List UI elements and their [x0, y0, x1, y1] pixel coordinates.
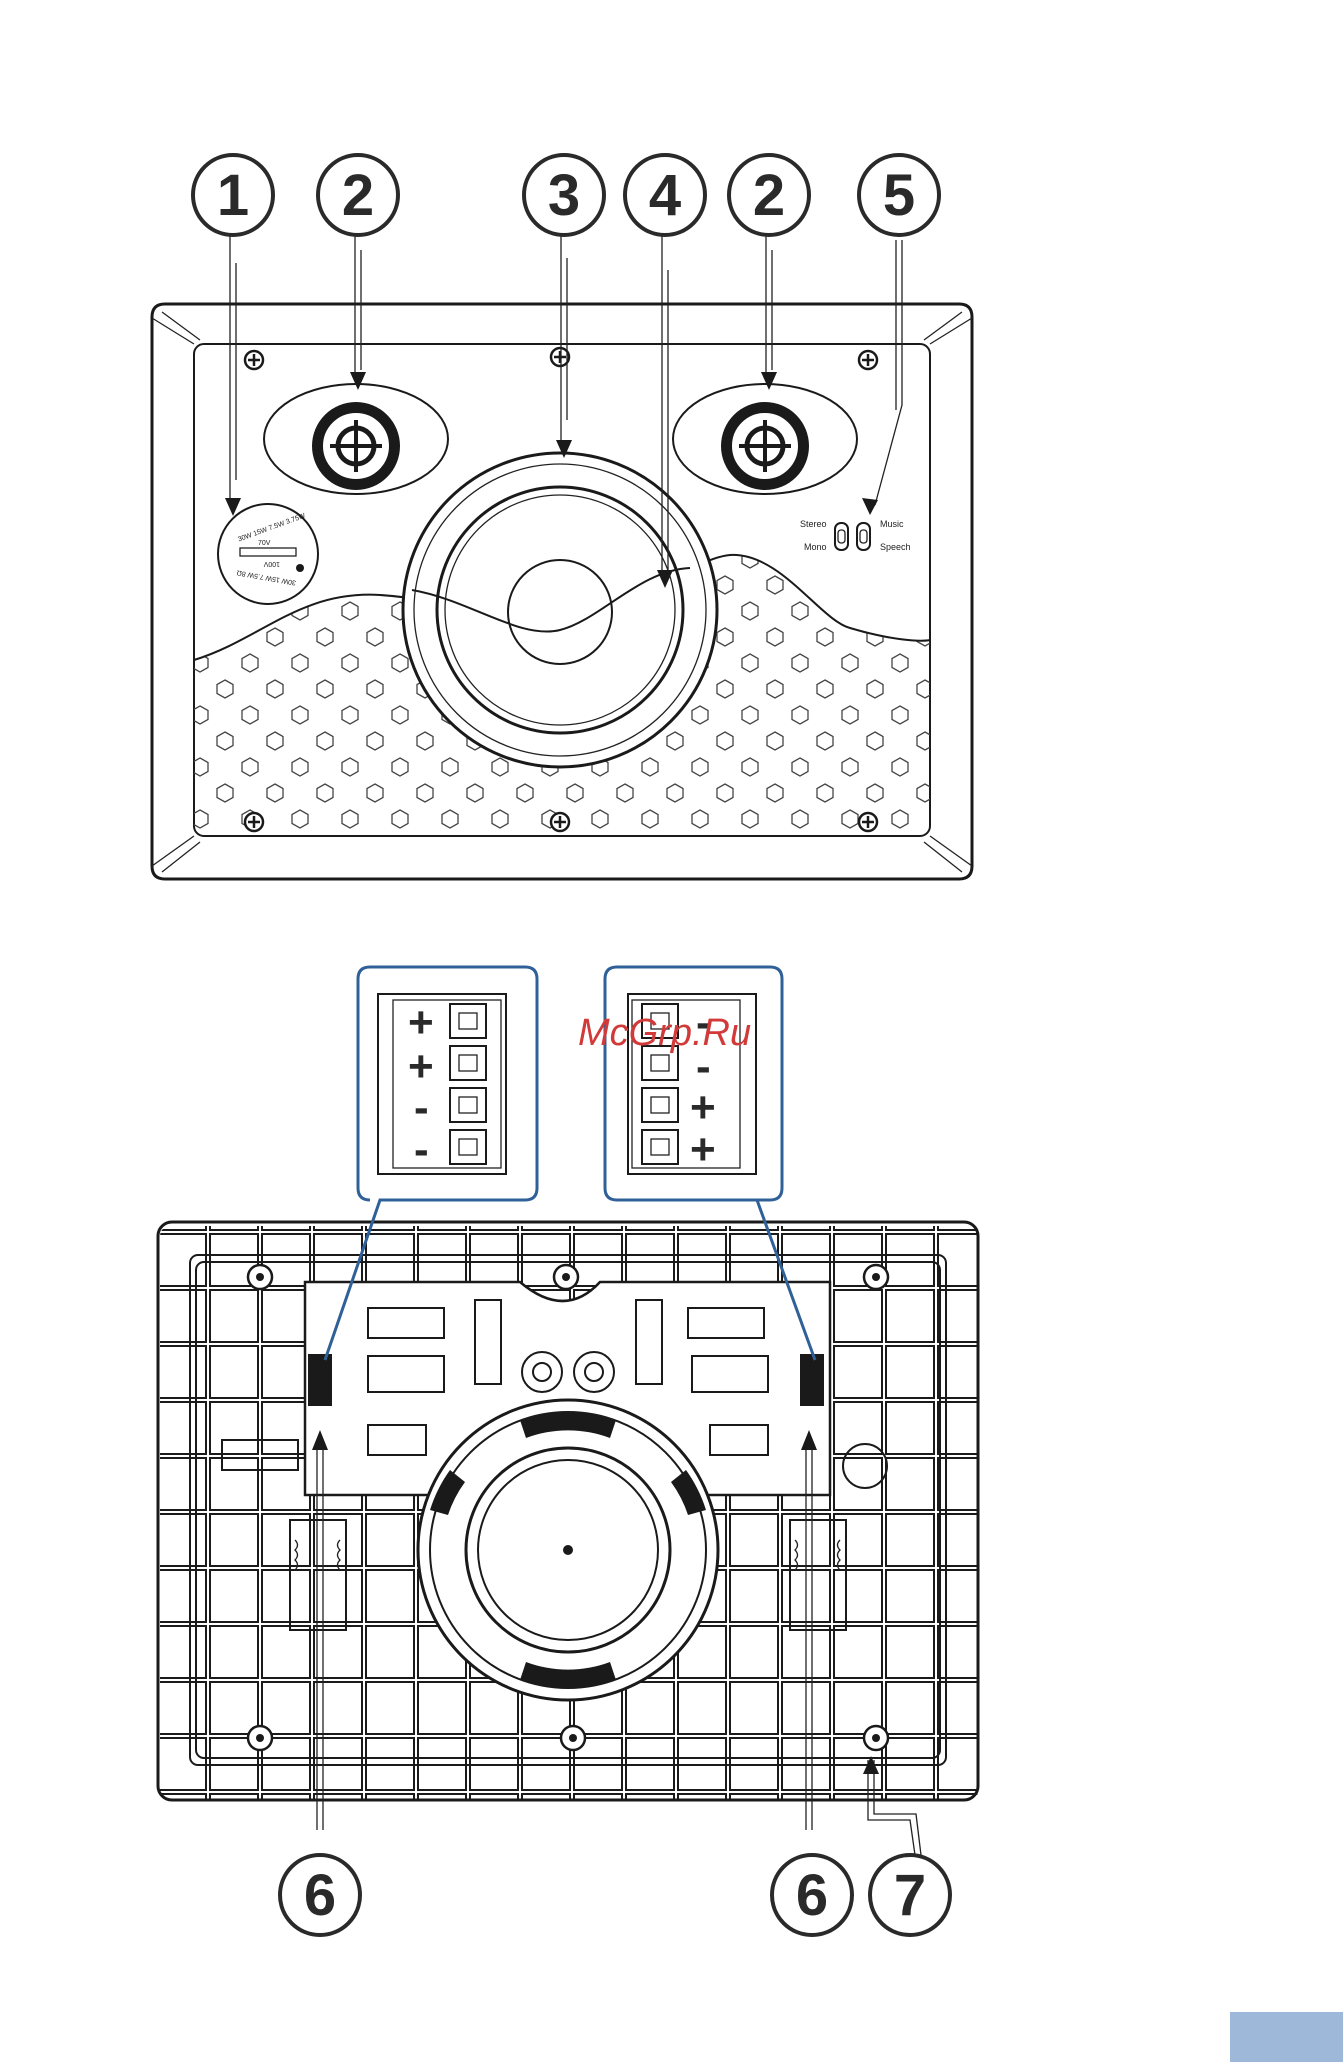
woofer	[403, 453, 717, 767]
tap-selector-dial[interactable]: 30W 15W 7.5W 3.75W 70V 100V 30W 15W 7.5W…	[218, 504, 318, 604]
tweeter-left	[264, 384, 448, 494]
back-view: + + - - - - + +	[158, 967, 978, 1855]
switch-label-speech: Speech	[880, 542, 911, 552]
terminal-right-4: +	[690, 1125, 716, 1174]
switch-label-stereo: Stereo	[800, 519, 827, 529]
callout-2-left-label: 2	[342, 163, 374, 228]
page-corner-tab	[1230, 2012, 1343, 2062]
callout-1-label: 1	[217, 163, 249, 228]
terminal-left-1: +	[408, 998, 434, 1047]
callout-5: 5	[859, 155, 939, 235]
switch-label-mono: Mono	[804, 542, 827, 552]
woofer-magnet	[418, 1400, 718, 1700]
callout-5-label: 5	[883, 163, 915, 228]
callout-2-right-label: 2	[753, 163, 785, 228]
mode-switches[interactable]: Stereo Mono Music Speech	[800, 519, 911, 552]
callout-1: 1	[193, 155, 273, 235]
callout-6-right: 6	[772, 1855, 852, 1935]
watermark: McGrp.Ru	[578, 1012, 751, 1054]
tap-dial-70v-label: 70V	[258, 540, 271, 547]
callout-2-right: 2	[729, 155, 809, 235]
terminal-left-4: -	[414, 1125, 429, 1174]
callout-6-left-label: 6	[304, 1863, 336, 1928]
tap-dial-100v-label: 100V	[263, 560, 280, 567]
callout-6-left: 6	[280, 1855, 360, 1935]
callout-4: 4	[625, 155, 705, 235]
callout-3: 3	[524, 155, 604, 235]
terminal-block-left[interactable]: + + - -	[378, 994, 506, 1174]
callout-3-label: 3	[548, 163, 580, 228]
front-view: 30W 15W 7.5W 3.75W 70V 100V 30W 15W 7.5W…	[152, 233, 972, 879]
callout-6-right-label: 6	[796, 1863, 828, 1928]
switch-label-music: Music	[880, 519, 904, 529]
callout-2-left: 2	[318, 155, 398, 235]
callout-7: 7	[870, 1855, 950, 1935]
callout-7-label: 7	[894, 1863, 926, 1928]
tweeter-right	[673, 384, 857, 494]
callout-4-label: 4	[649, 163, 681, 228]
